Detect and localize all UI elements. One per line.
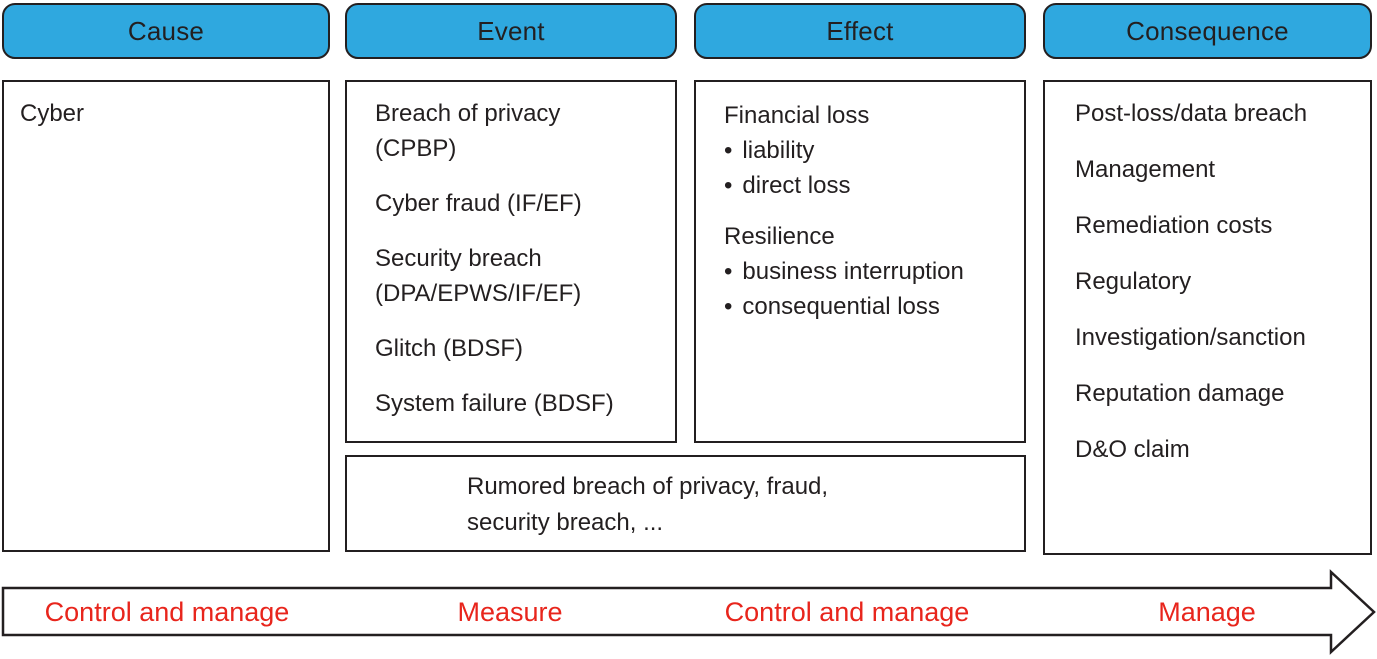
header-consequence-label: Consequence [1126,15,1289,46]
effect-bullet-text: business interruption [742,258,964,285]
rumored-events-box: Rumored breach of privacy, fraud, securi… [345,455,1026,552]
consequence-item-reputation-damage: Reputation damage [1075,380,1285,407]
consequence-item-investigation-sanction: Investigation/sanction [1075,324,1306,351]
header-event-label: Event [477,15,545,46]
arrow-label-control-and-manage-effect: Control and manage [724,597,970,627]
cause-box: Cyber [2,80,330,552]
consequence-item-management: Management [1075,156,1216,183]
header-cause: Cause [2,3,330,59]
arrow-label-manage: Manage [1158,597,1256,627]
header-event: Event [345,3,677,59]
bullet-icon: • [724,137,733,164]
effect-box: Financial loss • liability • direct loss… [694,80,1026,443]
event-item-glitch: Glitch (BDSF) [375,335,524,362]
event-item-system-failure: System failure (BDSF) [375,390,614,417]
header-cause-label: Cause [127,15,205,46]
consequence-box: Post-loss/data breach Management Remedia… [1043,80,1372,555]
consequence-item-remediation-costs: Remediation costs [1075,212,1273,239]
consequence-item-do-claim: D&O claim [1075,436,1190,463]
header-effect: Effect [694,3,1026,59]
effect-bullet-item: • direct loss [724,168,1006,203]
header-consequence: Consequence [1043,3,1372,59]
consequence-item-regulatory: Regulatory [1075,268,1192,295]
effect-group-resilience: Resilience • business interruption • con… [724,219,1006,324]
process-arrow [1,569,1376,655]
event-item-cyber-fraud: Cyber fraud (IF/EF) [375,190,582,217]
effect-group-title: Resilience [724,223,835,250]
effect-bullet-text: direct loss [742,172,851,199]
effect-bullet-item: • liability [724,133,1006,168]
event-item-breach-of-privacy: Breach of privacy (CPBP) [375,100,561,162]
event-box: Breach of privacy (CPBP) Cyber fraud (IF… [345,80,677,443]
effect-group-financial-loss: Financial loss • liability • direct loss [724,98,1006,203]
bullet-icon: • [724,172,733,199]
header-effect-label: Effect [826,15,894,46]
effect-bullet-item: • consequential loss [724,289,1006,324]
rumored-events-text: Rumored breach of privacy, fraud, securi… [467,473,829,536]
arrow-label-control-and-manage-cause: Control and manage [44,597,290,627]
arrow-label-measure: Measure [457,597,563,627]
bullet-icon: • [724,293,733,320]
cause-item: Cyber [20,100,85,127]
effect-bullet-text: consequential loss [742,293,940,320]
process-arrow-shape [1,569,1376,655]
event-item-security-breach: Security breach (DPA/EPWS/IF/EF) [375,245,582,307]
effect-bullet-item: • business interruption [724,254,1006,289]
effect-bullet-text: liability [742,137,815,164]
bullet-icon: • [724,258,733,285]
consequence-item-post-loss: Post-loss/data breach [1075,100,1308,127]
effect-group-title: Financial loss [724,102,870,129]
